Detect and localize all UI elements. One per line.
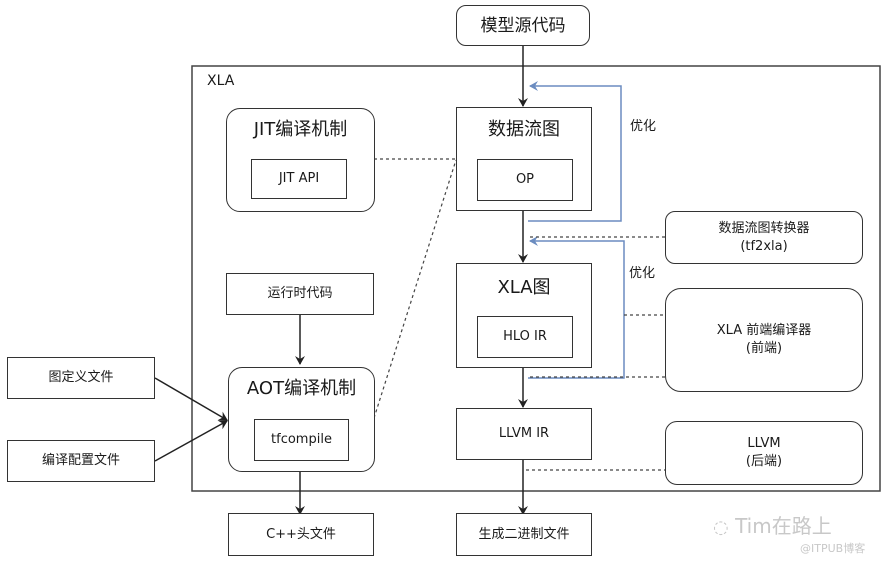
model-source-code-box: 模型源代码 — [456, 5, 590, 46]
aot-compile-title: AOT编译机制 — [246, 378, 357, 399]
xla-graph-box: XLA图 HLO IR — [456, 263, 592, 368]
tf2xla-converter-box: 数据流图转换器 (tf2xla) — [665, 211, 863, 264]
jit-api-box: JIT API — [251, 159, 347, 199]
arrow-config-to-aot — [154, 420, 228, 462]
compile-config-file-box: 编译配置文件 — [7, 440, 155, 482]
compile-config-file-label: 编译配置文件 — [41, 453, 120, 468]
watermark-author: Tim在路上 — [735, 514, 832, 538]
tf2xla-converter-tag: (tf2xla) — [740, 238, 788, 254]
binary-output-label: 生成二进制文件 — [478, 526, 570, 542]
runtime-code-label: 运行时代码 — [267, 286, 333, 301]
graph-def-file-box: 图定义文件 — [7, 357, 155, 399]
llvm-backend-name: LLVM — [747, 436, 781, 451]
runtime-code-box: 运行时代码 — [226, 273, 374, 315]
llvm-ir-label: LLVM IR — [498, 426, 550, 441]
llvm-backend-box: LLVM (后端) — [665, 421, 863, 485]
tfcompile-label: tfcompile — [271, 432, 332, 447]
optimize-loop-2 — [528, 236, 625, 379]
arrow-graphdef-to-aot — [154, 377, 228, 421]
jit-compile-title: JIT编译机制 — [253, 119, 348, 140]
tfcompile-box: tfcompile — [254, 419, 349, 461]
tf2xla-converter-name: 数据流图转换器 — [718, 220, 810, 236]
watermark-site: @ITPUB博客 — [800, 542, 866, 555]
aot-compile-box: AOT编译机制 tfcompile — [228, 367, 375, 472]
watermark-primary: ◌ Tim在路上 — [713, 510, 832, 539]
llvm-backend-tag: (后端) — [745, 454, 783, 469]
op-label: OP — [515, 172, 535, 187]
graph-def-file-label: 图定义文件 — [48, 370, 114, 385]
wechat-icon: ◌ — [713, 517, 729, 538]
cpp-header-box: C++头文件 — [228, 513, 374, 556]
jit-api-label: JIT API — [278, 171, 320, 186]
hlo-ir-box: HLO IR — [477, 316, 573, 358]
dataflow-graph-title: 数据流图 — [488, 119, 560, 140]
dash-aot-to-dataflow — [373, 159, 457, 419]
xla-graph-title: XLA图 — [497, 277, 551, 298]
xla-container-label: XLA — [207, 73, 235, 89]
optimize-label-2: 优化 — [629, 266, 656, 281]
optimize-loop-1 — [528, 81, 622, 222]
binary-output-box: 生成二进制文件 — [456, 513, 592, 556]
xla-frontend-compiler-box: XLA 前端编译器 (前端) — [665, 288, 863, 392]
hlo-ir-label: HLO IR — [503, 329, 547, 344]
model-source-code-label: 模型源代码 — [480, 15, 566, 36]
llvm-ir-box: LLVM IR — [456, 408, 592, 460]
op-box: OP — [477, 159, 573, 201]
xla-frontend-compiler-tag: (前端) — [745, 341, 783, 356]
optimize-label-1: 优化 — [630, 119, 657, 134]
cpp-header-label: C++头文件 — [266, 526, 336, 542]
xla-frontend-compiler-name: XLA 前端编译器 — [716, 323, 812, 338]
jit-compile-box: JIT编译机制 JIT API — [226, 108, 375, 212]
xla-container-border — [191, 65, 881, 492]
dataflow-graph-box: 数据流图 OP — [456, 107, 592, 211]
